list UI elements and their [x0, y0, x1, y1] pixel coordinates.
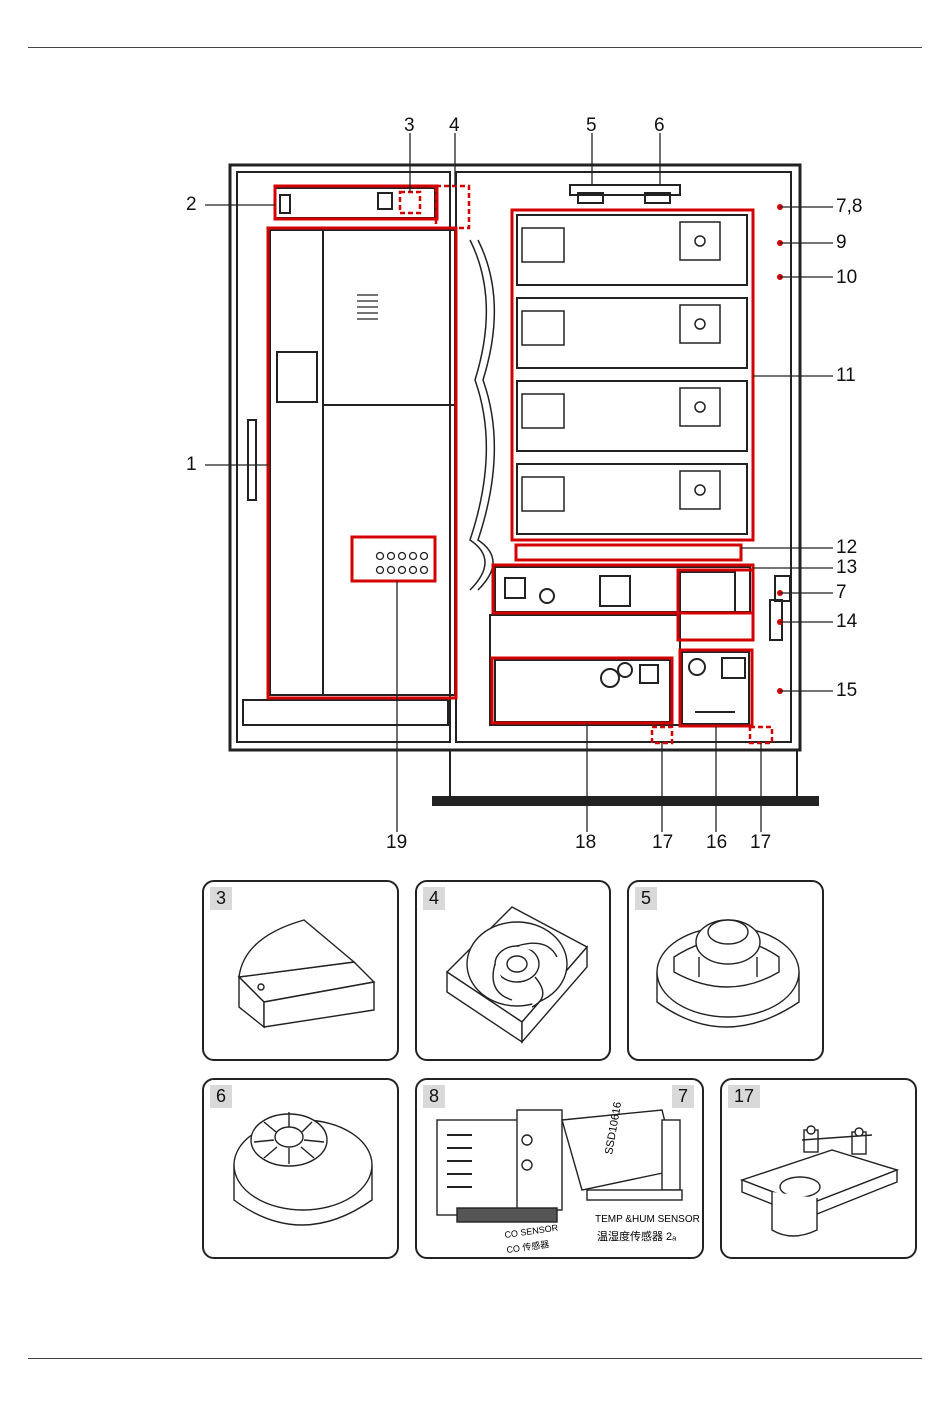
temp-sensor-label-en: TEMP &HUM SENSOR 2ₐ	[595, 1214, 702, 1225]
callout-7: 7	[836, 583, 847, 603]
callout-16: 16	[706, 833, 727, 853]
tile-label-17: 17	[728, 1085, 760, 1108]
tile-label-5: 5	[635, 887, 657, 910]
callout-18: 18	[575, 833, 596, 853]
humidity-sensor-illustration	[204, 882, 397, 1059]
bottom-rule	[28, 1358, 922, 1359]
callout-17-right: 17	[750, 833, 771, 853]
detail-tile-3: 3	[202, 880, 399, 1061]
callout-4: 4	[449, 116, 460, 136]
fan-illustration	[417, 882, 609, 1059]
tile-label-4: 4	[423, 887, 445, 910]
tile-label-3: 3	[210, 887, 232, 910]
detail-tile-4: 4	[415, 880, 611, 1061]
tile-label-7: 7	[672, 1085, 694, 1108]
smoke-detector-illustration	[629, 882, 822, 1059]
cabinet-diagram	[0, 0, 950, 870]
callout-2: 2	[186, 195, 197, 215]
detail-tile-8-7: 8 7 SSD10616 TEMP &HUM SENSOR 2ₐ 温湿度传感器 …	[415, 1078, 704, 1259]
callout-13: 13	[836, 558, 857, 578]
detail-tile-5: 5	[627, 880, 824, 1061]
callout-19: 19	[386, 833, 407, 853]
callout-3: 3	[404, 116, 415, 136]
detail-tile-6: 6	[202, 1078, 399, 1259]
callout-6: 6	[654, 116, 665, 136]
co-sensor-label-en: CO SENSOR	[504, 1222, 559, 1239]
callout-15: 15	[836, 681, 857, 701]
temp-sensor-label-cn: 温湿度传感器 2ₐ	[597, 1229, 677, 1243]
callout-11: 11	[836, 366, 856, 386]
tile-label-6: 6	[210, 1085, 232, 1108]
heat-detector-illustration	[204, 1080, 397, 1257]
callout-17-left: 17	[652, 833, 673, 853]
co-sensor-label-cn: CO 传感器	[506, 1238, 550, 1255]
callout-12: 12	[836, 538, 857, 558]
callout-10: 10	[836, 268, 857, 288]
detail-tile-17: 17	[720, 1078, 917, 1259]
callout-7-8: 7,8	[836, 197, 862, 217]
tile-label-8: 8	[423, 1085, 445, 1108]
callout-5: 5	[586, 116, 597, 136]
co-and-temp-sensor-illustration: SSD10616 TEMP &HUM SENSOR 2ₐ 温湿度传感器 2ₐ C…	[417, 1080, 702, 1257]
callout-9: 9	[836, 233, 847, 253]
callout-14: 14	[836, 612, 857, 632]
callout-1: 1	[186, 455, 197, 475]
